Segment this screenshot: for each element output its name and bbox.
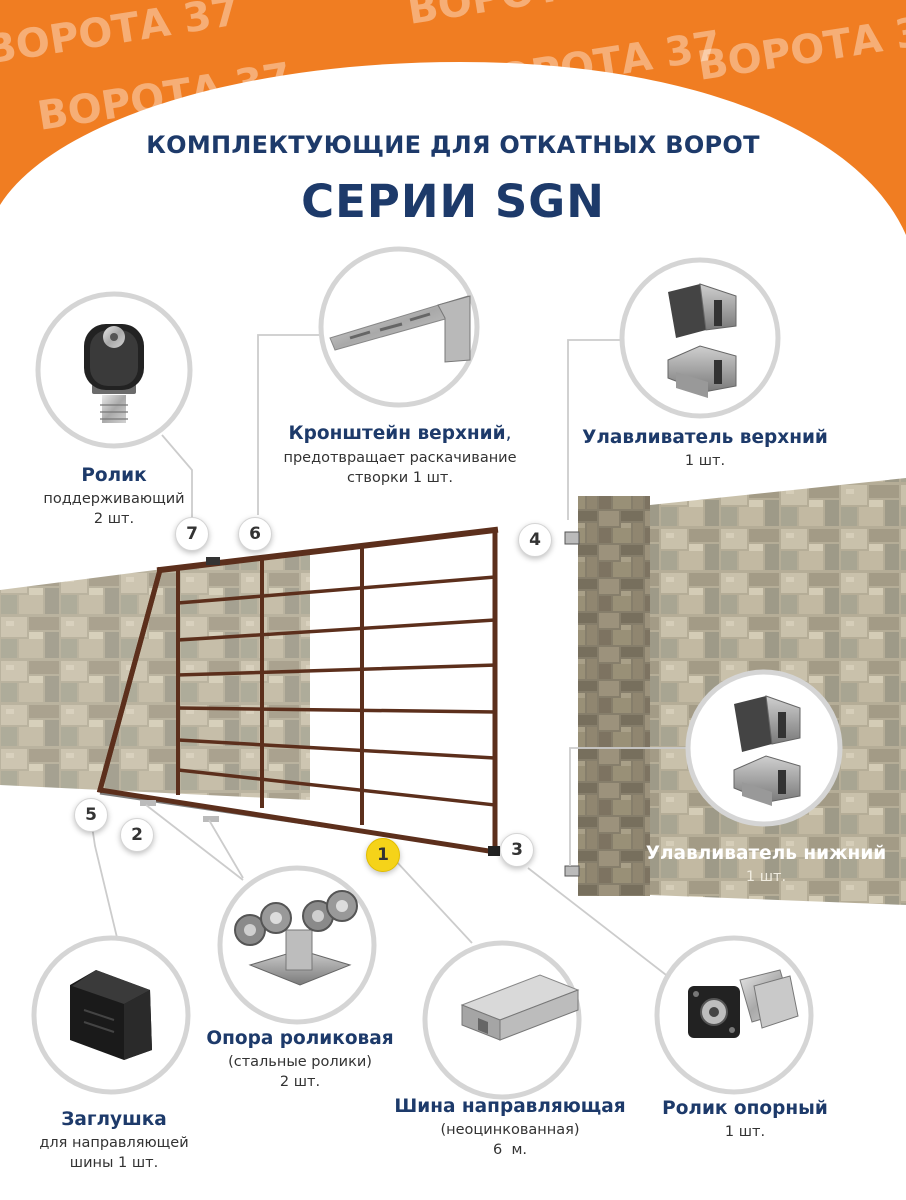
left-fence-wall	[0, 550, 310, 800]
carriage-on-rail-1	[140, 800, 156, 806]
roller-carriage-qty: 2 шт.	[279, 1074, 321, 1090]
title-line-1: КОМПЛЕКТУЮЩИЕ ДЛЯ ОТКАТНЫХ ВОРОТ	[146, 131, 760, 159]
guide-rail-qty: 6 м.	[493, 1142, 527, 1158]
bottom-catcher-name: Улавливатель нижний	[645, 843, 887, 864]
marker-6: 6	[238, 517, 272, 551]
top-catcher-qty: 1 шт.	[684, 453, 726, 469]
top-bracket-desc2: створки 1 шт.	[347, 470, 453, 486]
top-bracket-desc1: предотвращает раскачивание	[283, 450, 517, 466]
right-pillar	[578, 496, 650, 896]
marker-5: 5	[74, 798, 108, 832]
label-bottom-catcher: Улавливатель нижний 1 шт.	[626, 841, 906, 887]
guide-rail-desc: (неоцинкованная)	[440, 1122, 580, 1138]
label-top-bracket: Кронштейн верхний, предотвращает раскачи…	[255, 421, 545, 488]
top-catcher-name: Улавливатель верхний	[582, 427, 828, 448]
bottom-catcher-on-pillar	[564, 865, 580, 877]
bottom-catcher-qty: 1 шт.	[745, 869, 787, 885]
orange-header-band	[0, 0, 906, 235]
roller-support-qty: 2 шт.	[93, 511, 135, 527]
marker-4: 4	[518, 523, 552, 557]
top-catcher-image	[667, 283, 737, 398]
product-circles	[31, 246, 843, 1100]
bottom-catcher-image	[733, 695, 801, 806]
roller-carriage-image	[234, 890, 358, 986]
guide-rail-image	[460, 974, 580, 1041]
marker-3: 3	[500, 833, 534, 867]
title-line-2: СЕРИИ SGN	[301, 175, 605, 228]
label-end-cap: Заглушка для направляющей шины 1 шт.	[14, 1107, 214, 1173]
marker-1: 1	[366, 838, 400, 872]
end-roller-name: Ролик опорный	[662, 1098, 828, 1119]
label-guide-rail: Шина направляющая (неоцинкованная) 6 м.	[380, 1094, 640, 1160]
top-bracket-image	[329, 295, 471, 363]
end-cap-desc2: шины 1 шт.	[69, 1155, 159, 1171]
guide-rail-name: Шина направляющая	[394, 1096, 626, 1117]
top-bracket-punct: ,	[505, 423, 512, 444]
label-roller-support: Ролик поддерживающий 2 шт.	[14, 463, 214, 529]
roller-support-name: Ролик	[81, 465, 147, 486]
top-bracket-name: Кронштейн верхний	[288, 423, 506, 444]
marker-7: 7	[175, 517, 209, 551]
roller-carriage-name: Опора роликовая	[206, 1028, 394, 1049]
callout-lines	[91, 334, 695, 979]
roller-support-desc: поддерживающий	[43, 491, 185, 507]
carriage-on-rail-2	[203, 816, 219, 822]
top-bracket-on-gate	[206, 557, 220, 565]
end-cap-name: Заглушка	[61, 1109, 167, 1130]
support-roller-image	[84, 324, 144, 423]
end-cap-desc1: для направляющей	[39, 1135, 189, 1151]
end-roller-qty: 1 шт.	[724, 1124, 766, 1140]
end-roller-on-gate	[488, 846, 500, 856]
roller-carriage-desc: (стальные ролики)	[228, 1054, 372, 1070]
label-end-roller: Ролик опорный 1 шт.	[630, 1096, 860, 1142]
top-catcher-on-pillar	[564, 531, 580, 545]
end-roller-image	[688, 969, 799, 1038]
end-cap-image	[70, 970, 152, 1060]
label-top-catcher: Улавливатель верхний 1 шт.	[560, 425, 850, 471]
marker-2: 2	[120, 818, 154, 852]
label-roller-carriage: Опора роликовая (стальные ролики) 2 шт.	[180, 1026, 420, 1092]
